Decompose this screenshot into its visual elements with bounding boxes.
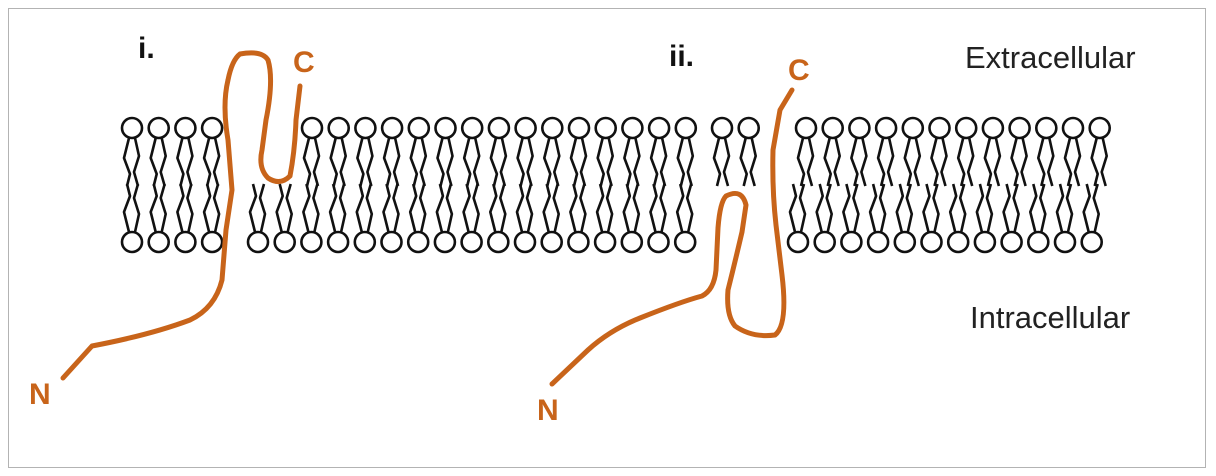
lipid-outer xyxy=(674,116,698,187)
lipid-inner xyxy=(486,183,510,254)
lipid-inner xyxy=(1027,183,1050,254)
lipid-outer xyxy=(514,116,537,187)
lipid-outer xyxy=(380,116,404,187)
lipid-inner xyxy=(326,183,350,254)
lipid-inner xyxy=(513,183,537,254)
lipid-outer xyxy=(200,116,224,187)
lipid-outer xyxy=(710,116,734,187)
lipid-outer xyxy=(901,116,925,187)
lipid-inner xyxy=(620,183,644,254)
lipid-outer xyxy=(487,116,511,187)
lipid-inner xyxy=(540,183,564,254)
lipid-outer xyxy=(821,116,845,187)
lipid-inner xyxy=(786,183,810,254)
lipid-inner xyxy=(120,183,144,254)
lipid-outer xyxy=(1088,116,1111,187)
lipid-outer xyxy=(848,116,871,187)
protein-chain-ii xyxy=(549,87,795,387)
lipid-inner xyxy=(174,183,197,254)
c-terminus-label-ii: C xyxy=(788,54,810,87)
lipid-inner xyxy=(946,183,970,254)
lipid-inner xyxy=(1000,183,1023,254)
protein-chain-i xyxy=(60,50,303,381)
lipid-outer xyxy=(1035,116,1058,187)
lipid-outer xyxy=(300,116,324,187)
lipid-outer xyxy=(354,116,377,187)
lipid-outer xyxy=(737,116,761,187)
lipid-inner xyxy=(1053,183,1077,254)
n-terminus-label-i: N xyxy=(29,378,51,411)
lipid-outer xyxy=(874,116,898,187)
lipid-bilayer xyxy=(120,116,1111,254)
c-terminus-label-i: C xyxy=(293,46,315,79)
lipid-outer xyxy=(567,116,591,187)
lipid-outer xyxy=(954,116,978,187)
lipid-inner xyxy=(246,183,270,254)
lipid-inner xyxy=(866,183,890,254)
lipid-outer xyxy=(434,116,457,187)
lipid-inner xyxy=(406,183,430,254)
lipid-outer xyxy=(1061,116,1085,187)
lipid-outer xyxy=(120,116,144,187)
lipid-inner xyxy=(353,183,377,254)
intracellular-label: Intracellular xyxy=(970,300,1131,335)
n-terminus-label-ii: N xyxy=(537,394,559,427)
panel-label-ii: ii. xyxy=(669,40,695,73)
lipid-outer xyxy=(174,116,197,187)
lipid-inner xyxy=(813,183,837,254)
panel-label-i: i. xyxy=(138,32,155,65)
lipid-inner xyxy=(973,183,997,254)
lipid-inner xyxy=(647,183,670,254)
lipid-outer xyxy=(981,116,1005,187)
lipid-outer xyxy=(928,116,951,187)
lipid-inner xyxy=(840,183,863,254)
lipid-outer xyxy=(460,116,484,187)
lipid-inner xyxy=(1080,183,1103,254)
lipid-inner xyxy=(567,183,590,254)
lipid-inner xyxy=(893,183,917,254)
lipid-outer xyxy=(794,116,818,187)
lipid-inner xyxy=(380,183,403,254)
lipid-inner xyxy=(300,183,323,254)
lipid-inner xyxy=(673,183,697,254)
lipid-inner xyxy=(200,183,224,254)
lipid-outer xyxy=(540,116,564,187)
figure-border xyxy=(8,8,1206,468)
lipid-outer xyxy=(407,116,431,187)
lipid-inner xyxy=(147,183,170,254)
lipid-outer xyxy=(621,116,644,187)
lipid-outer xyxy=(594,116,618,187)
lipid-outer xyxy=(327,116,351,187)
lipid-inner xyxy=(273,183,297,254)
lipid-inner xyxy=(433,183,457,254)
lipid-outer xyxy=(647,116,671,187)
lipid-outer xyxy=(147,116,170,187)
lipid-outer xyxy=(1008,116,1031,187)
lipid-inner xyxy=(920,183,943,254)
lipid-inner xyxy=(593,183,617,254)
lipid-inner xyxy=(460,183,483,254)
extracellular-label: Extracellular xyxy=(965,40,1136,75)
